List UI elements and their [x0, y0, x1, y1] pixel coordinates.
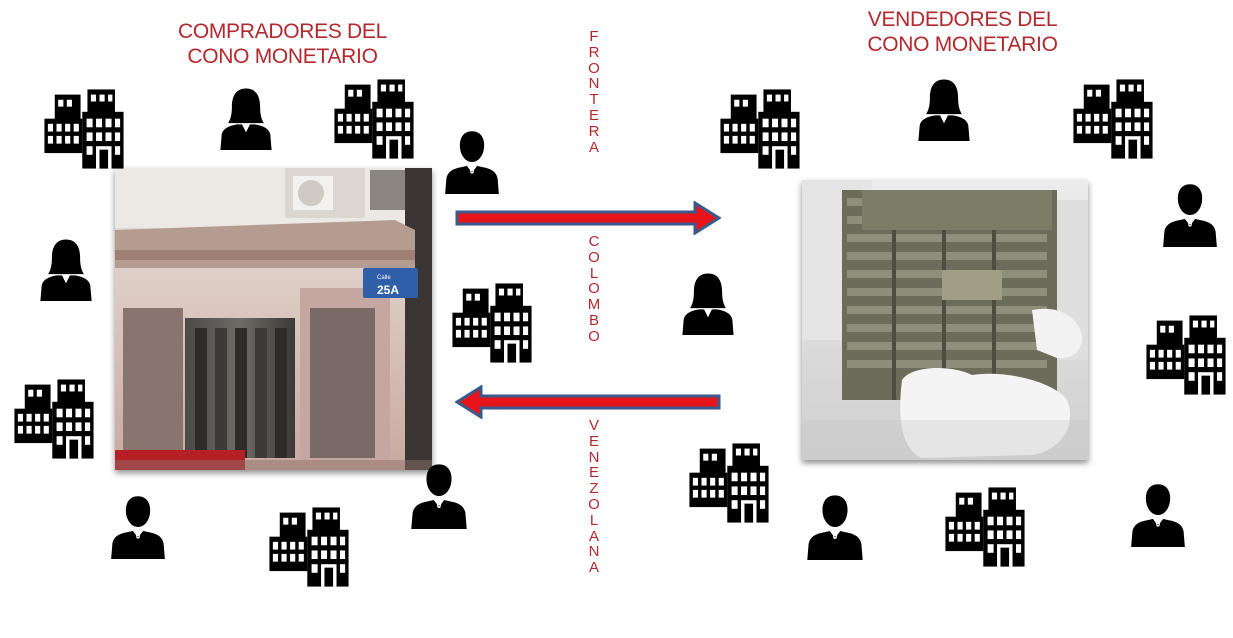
sellers-title: VENDEDORES DEL CONO MONETARIO [835, 7, 1090, 57]
letter: E [588, 106, 599, 124]
letter: A [588, 527, 599, 545]
building-icon [716, 86, 804, 172]
man-icon [1158, 178, 1222, 252]
border-label-venezolana: V E N E Z O L A N A [584, 418, 604, 576]
letter: L [589, 511, 599, 529]
buyers-title-line1: COMPRADORES DEL [177, 20, 388, 43]
sellers-title-line2: CONO MONETARIO [867, 33, 1058, 56]
woman-icon [214, 80, 278, 156]
letter: O [588, 59, 600, 77]
buyers-title-line2: CONO MONETARIO [187, 45, 378, 68]
border-label-colombo: C O L O M B O [584, 234, 604, 345]
building-icon [940, 484, 1030, 570]
letter: O [588, 248, 600, 266]
letter: L [589, 264, 599, 282]
border-label-frontera: F R O N T E R A [584, 29, 604, 155]
letter: V [588, 417, 599, 434]
letter: F [589, 28, 599, 45]
letter: N [588, 448, 600, 466]
letter: R [588, 43, 600, 61]
letter: N [588, 543, 600, 561]
buyers-title: COMPRADORES DEL CONO MONETARIO [155, 19, 410, 69]
man-icon [106, 490, 170, 564]
letter: N [588, 75, 600, 93]
letter: R [588, 122, 600, 140]
building-icon [1142, 312, 1230, 398]
letter: O [588, 327, 600, 345]
letter: E [588, 464, 599, 482]
letter: A [588, 138, 599, 156]
letter: A [588, 559, 599, 577]
street-sign-small: Calle [377, 275, 391, 281]
letter: Z [589, 480, 599, 498]
man-icon [406, 460, 472, 532]
money-bundles-photo [802, 180, 1088, 460]
storefront-photo: Calle 25A [115, 168, 432, 470]
woman-icon [912, 72, 976, 146]
man-icon [1126, 478, 1190, 552]
letter: O [588, 495, 600, 513]
building-icon [448, 280, 536, 366]
arrow-left [455, 385, 721, 419]
letter: B [588, 311, 599, 329]
building-icon [330, 76, 418, 162]
building-icon [1068, 76, 1158, 162]
woman-icon [34, 233, 98, 305]
arrow-right [455, 201, 721, 235]
building-icon [264, 504, 354, 590]
sellers-title-line1: VENDEDORES DEL [867, 8, 1058, 31]
street-sign-number: 25A [377, 283, 399, 297]
letter: T [589, 91, 599, 109]
woman-icon [676, 266, 740, 340]
letter: C [588, 233, 600, 250]
man-icon [802, 490, 868, 564]
letter: E [588, 432, 599, 450]
building-icon [40, 86, 128, 172]
letter: M [587, 296, 601, 314]
building-icon [684, 440, 774, 526]
building-icon [10, 376, 98, 462]
man-icon [440, 126, 504, 198]
letter: O [588, 280, 600, 298]
